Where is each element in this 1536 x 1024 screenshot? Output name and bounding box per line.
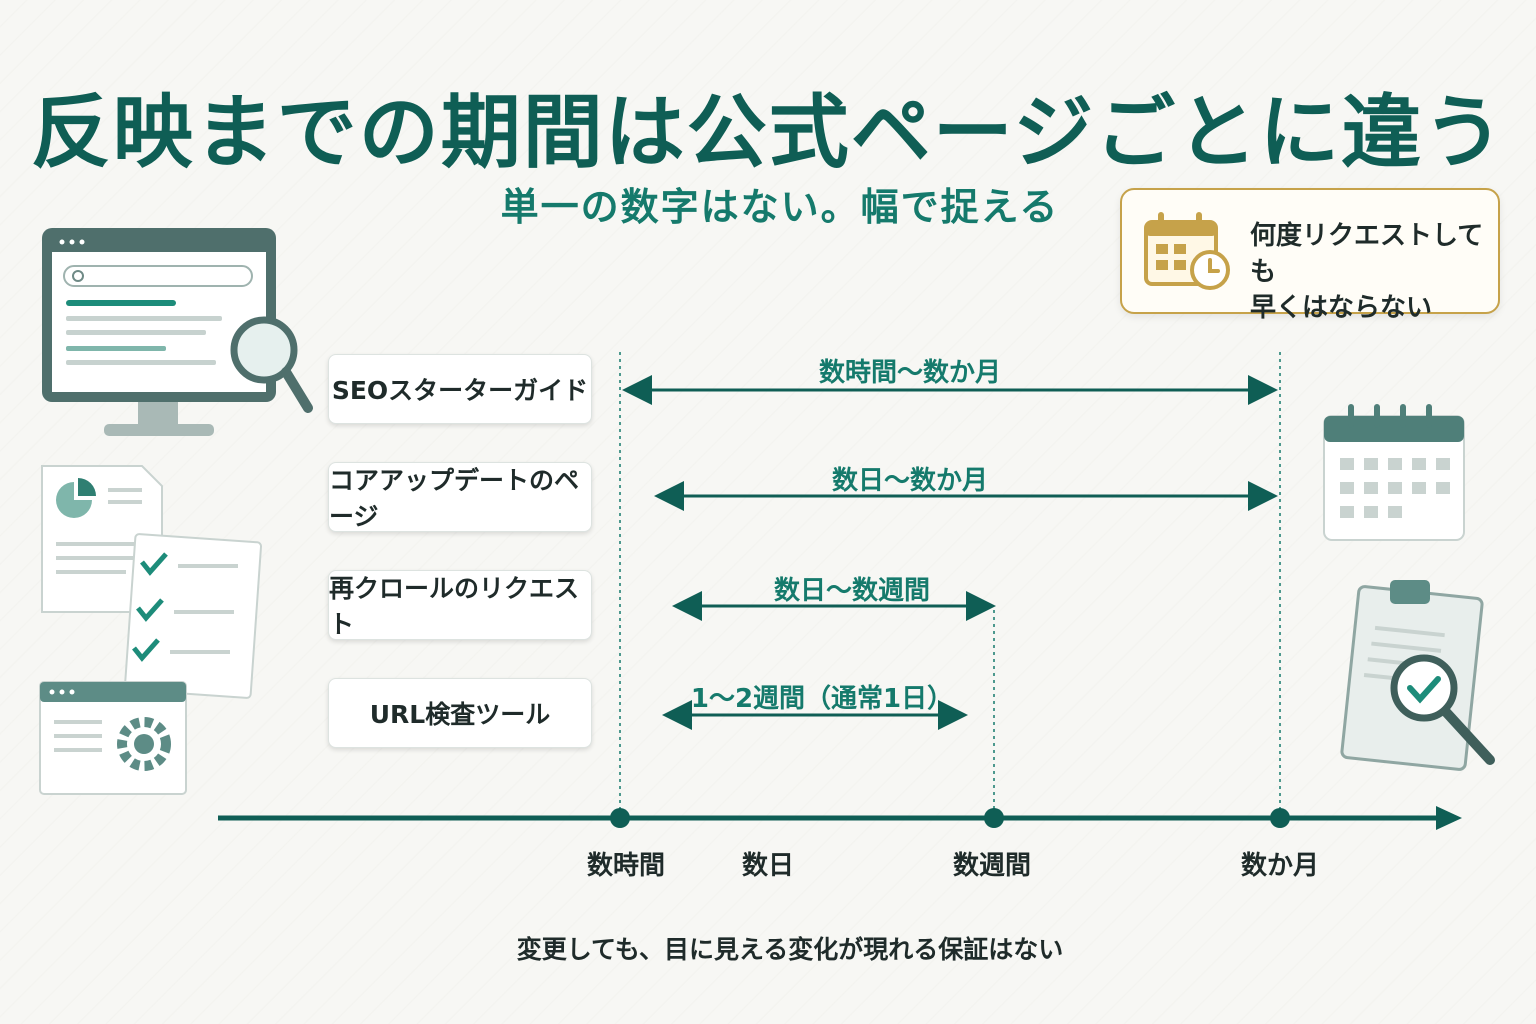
axis-tick-hours: 数時間 [586,851,665,881]
page-title: 反映までの期間は公式ページごとに違う [30,86,1506,179]
axis-point-weeks [984,808,1004,828]
axis-tick-days: 数日 [741,851,794,881]
row-label-url-inspection: URL検査ツール [328,678,592,748]
axis-tick-weeks: 数週間 [952,851,1031,881]
calendar-clock-icon [1144,212,1230,290]
note-line-1: 何度リクエストしても [1250,221,1484,287]
time-axis-arrowhead [1436,806,1462,830]
note-box: 何度リクエストしても 早くはならない [1120,188,1500,323]
axis-point-hours [610,808,630,828]
row-label-seo-guide: SEOスターターガイド [328,354,592,424]
row-label-core-update: コアアップデートのページ [328,462,592,532]
page-subtitle: 単一の数字はない。幅で捉える [500,185,1060,229]
calendar-icon [1323,404,1465,541]
clipboard-check-icon [1340,580,1495,771]
row-label-recrawl-request: 再クロールのリクエスト [328,570,592,640]
footer-note: 変更しても、目に見える変化が現れる保証はない [516,935,1064,964]
monitor-search-icon [42,228,313,436]
axis-tick-months: 数か月 [1240,851,1319,881]
documents-settings-icon [39,465,263,795]
axis-point-months [1270,808,1290,828]
note-line-2: 早くはならない [1250,293,1433,323]
